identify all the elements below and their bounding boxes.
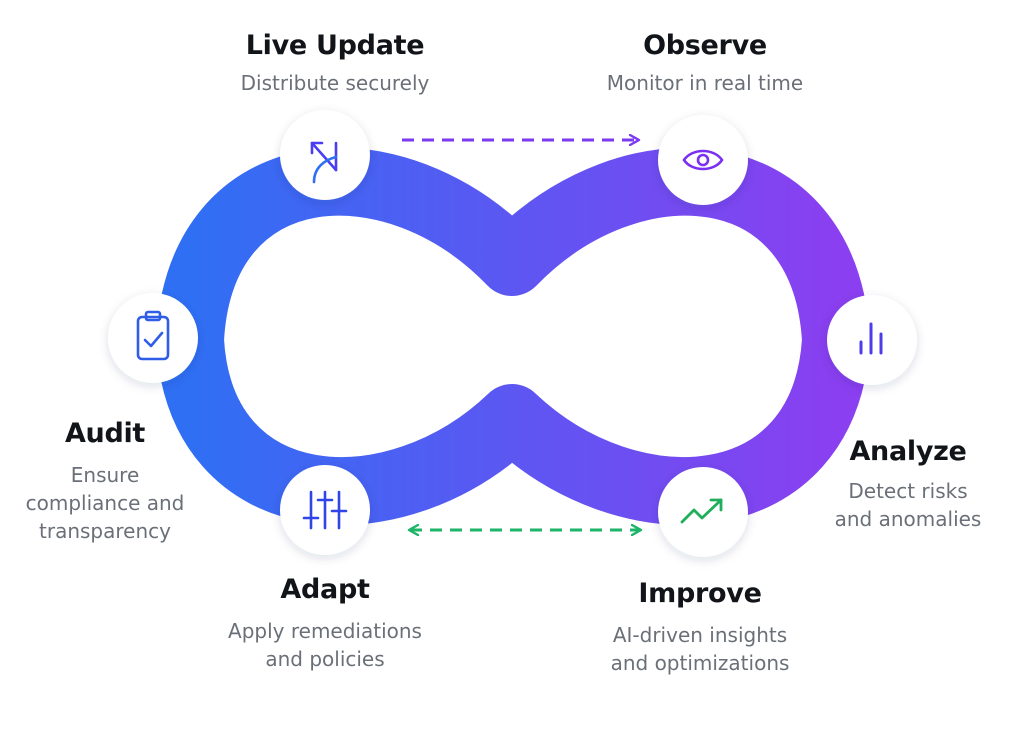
stage-title: Analyze: [849, 436, 967, 467]
node-observe[interactable]: [658, 115, 748, 205]
stage-description-line: AI-driven insights: [612, 623, 788, 647]
trend-up-icon: [680, 498, 723, 524]
stage-description-line: and optimizations: [610, 651, 790, 675]
stage-title: Live Update: [245, 30, 425, 61]
stage-title: Observe: [643, 30, 767, 61]
node-audit[interactable]: [108, 293, 198, 383]
stage-description-line: Ensure: [70, 463, 140, 487]
node-improve[interactable]: [658, 467, 748, 557]
stage-description-line: Apply remediations: [228, 619, 422, 643]
stage-adapt: Adapt Apply remediations and policies: [190, 574, 460, 673]
infinity-loop: [156, 147, 870, 525]
stage-description-line: transparency: [39, 519, 171, 543]
bar-chart-icon: [859, 322, 883, 355]
stage-title: Audit: [64, 418, 146, 449]
stage-improve: Improve AI-driven insights and optimizat…: [555, 578, 845, 677]
stage-description: Monitor in real time: [606, 71, 804, 95]
stage-description: Distribute securely: [240, 71, 430, 95]
stage-audit: Audit Ensure compliance and transparency: [10, 418, 200, 545]
stage-description-line: compliance and: [25, 491, 185, 515]
stage-description-line: Detect risks: [848, 479, 968, 503]
node-adapt[interactable]: [280, 465, 370, 555]
clipboard-check-icon: [136, 310, 170, 361]
eye-icon: [682, 149, 724, 171]
sliders-icon: [302, 490, 348, 530]
branch-arrow-icon: [310, 141, 338, 184]
loop-crossing-band: [420, 214, 640, 418]
stage-title: Improve: [638, 578, 762, 609]
stage-live-update: Live Update Distribute securely: [170, 30, 500, 97]
node-analyze[interactable]: [827, 295, 917, 385]
stage-analyze: Analyze Detect risks and anomalies: [808, 436, 1008, 533]
stage-description-line: and anomalies: [834, 507, 982, 531]
stage-description-line: and policies: [265, 647, 385, 671]
stage-title: Adapt: [280, 574, 370, 605]
node-live-update[interactable]: [280, 110, 370, 200]
stage-observe: Observe Monitor in real time: [540, 30, 870, 97]
